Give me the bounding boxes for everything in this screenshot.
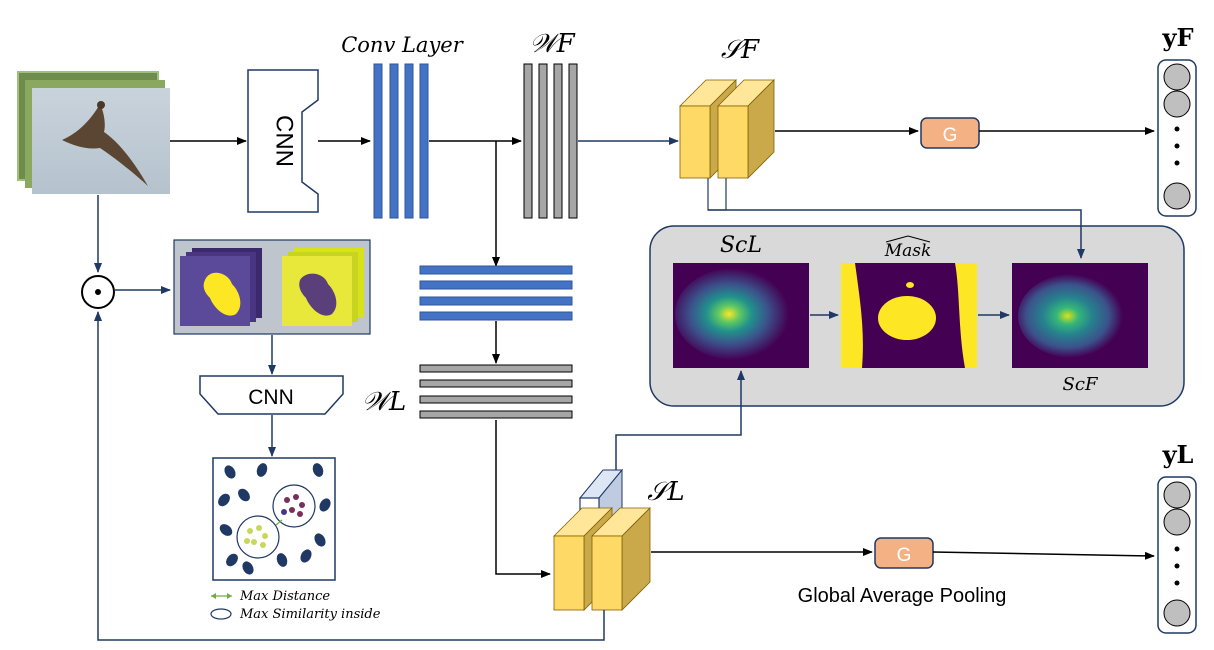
conv-layer — [373, 63, 429, 219]
g-top-node: G — [920, 117, 980, 149]
s-l-cubes — [553, 468, 651, 611]
mask-hat-label-group: Mask — [884, 235, 932, 261]
legend-max-distance: Max Distance — [239, 589, 330, 604]
w-l-label: 𝒲L — [362, 387, 407, 417]
cnn-block-main: CNN — [247, 69, 319, 213]
conv-layer-label: Conv Layer — [341, 33, 465, 57]
ellipse-icon — [210, 608, 232, 620]
output-y-f — [1157, 59, 1197, 217]
w-f-block — [523, 63, 578, 219]
s-l-label: 𝒮L — [647, 477, 684, 507]
global-pooling-label: Global Average Pooling — [798, 585, 1007, 607]
cnn-secondary-label: CNN — [248, 386, 294, 409]
s-l-c-label: ScL — [720, 233, 762, 258]
g-bottom-label: G — [897, 545, 912, 566]
s-f-label: 𝒮F — [721, 35, 760, 65]
horizontal-conv-bars — [419, 265, 573, 321]
bird-photo-icon — [32, 88, 170, 194]
w-f-label: 𝒲F — [529, 29, 575, 59]
heatmap-s-f-c — [1012, 263, 1148, 368]
cluster-embedding-icon — [212, 457, 336, 581]
g-bottom-node: G — [874, 537, 934, 569]
legend-max-similarity: Max Similarity inside — [239, 607, 381, 622]
legend: Max Distance Max Similarity inside — [210, 589, 381, 622]
s-f-c-label: ScF — [1063, 374, 1099, 395]
w-l-block — [419, 364, 573, 419]
input-image-stack — [17, 71, 170, 194]
cnn-main-label: CNN — [271, 115, 298, 167]
cnn-block-secondary: CNN — [199, 375, 344, 415]
mask-image — [841, 263, 977, 368]
y-f-label: yF — [1162, 23, 1194, 52]
odot-node — [81, 275, 115, 309]
masked-images-panel — [173, 239, 371, 335]
mask-hat-label: Mask — [884, 241, 932, 261]
heatmap-s-l-c — [673, 263, 809, 368]
attention-panel — [649, 225, 1185, 407]
g-top-label: G — [943, 125, 958, 146]
s-f-cubes — [679, 79, 775, 211]
y-l-label: yL — [1162, 440, 1194, 469]
output-y-l — [1157, 476, 1197, 634]
